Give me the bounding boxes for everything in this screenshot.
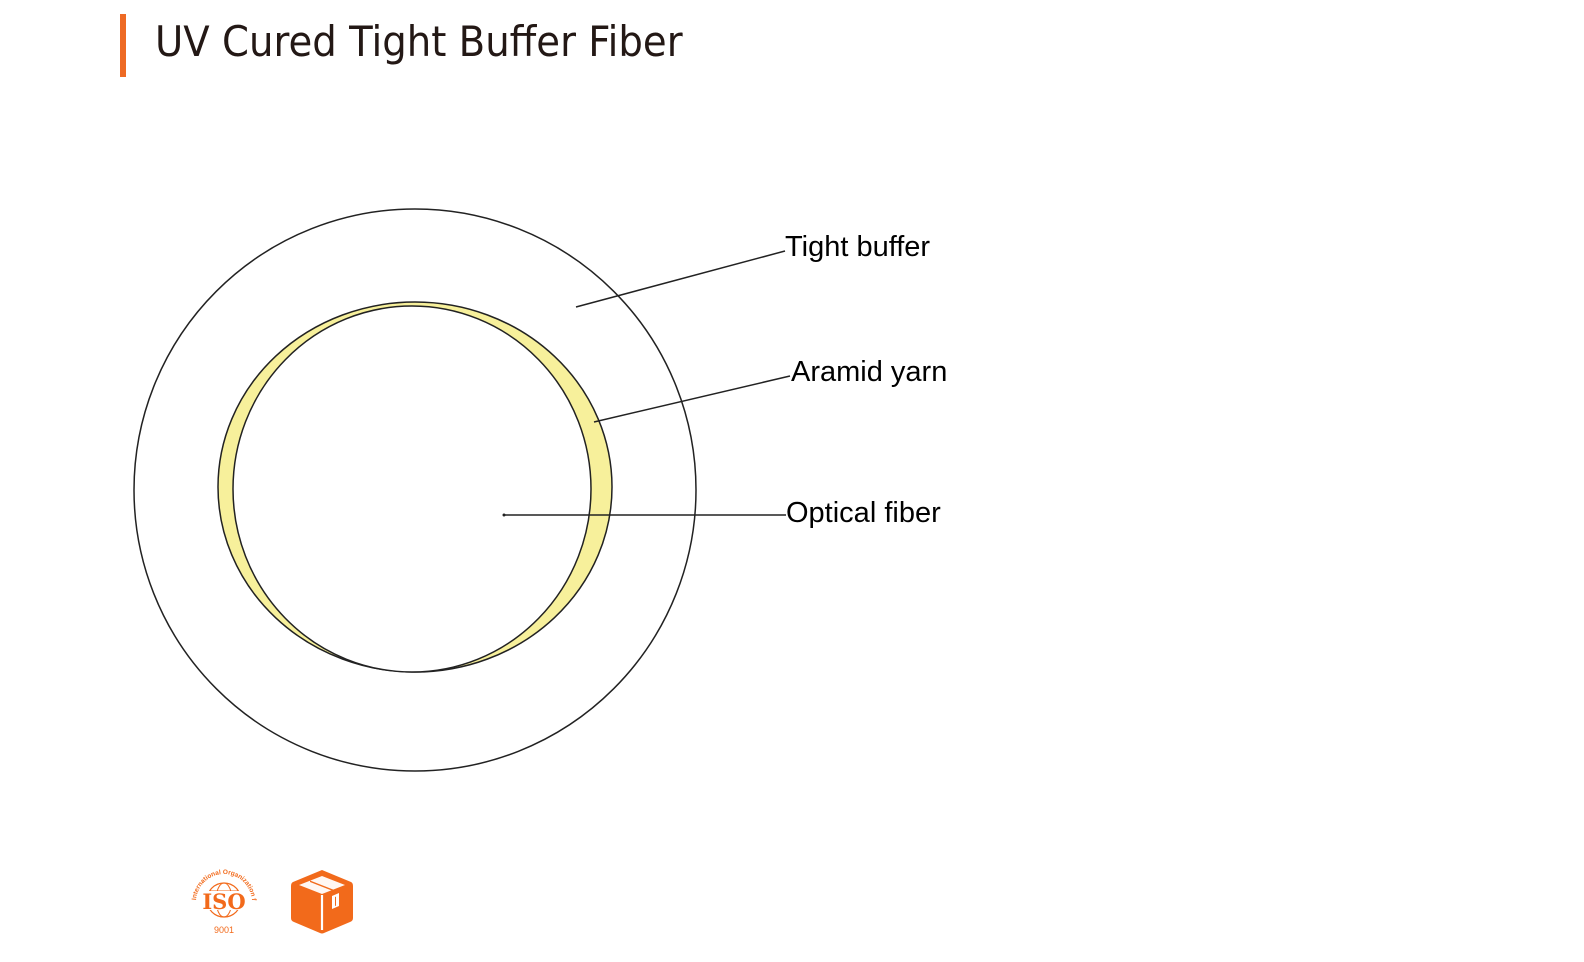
package-box-icon <box>291 870 353 934</box>
label-tight-buffer: Tight buffer <box>785 231 931 263</box>
svg-text:9001: 9001 <box>214 925 234 935</box>
optical-fiber-core <box>232 305 592 673</box>
svg-text:ISO: ISO <box>202 889 245 914</box>
title-accent-bar <box>120 14 126 77</box>
tight-buffer-leader-line <box>575 250 786 308</box>
label-optical-fiber: Optical fiber <box>786 497 941 529</box>
certification-badges: International Organization for Standardi… <box>186 866 356 936</box>
optical-fiber-leader-dot <box>502 513 506 517</box>
label-aramid-yarn: Aramid yarn <box>791 356 948 388</box>
iso-9001-badge-icon: International Organization for Standardi… <box>186 866 257 935</box>
aramid-yarn-leader-line <box>593 375 791 423</box>
page-title: UV Cured Tight Buffer Fiber <box>155 17 683 66</box>
